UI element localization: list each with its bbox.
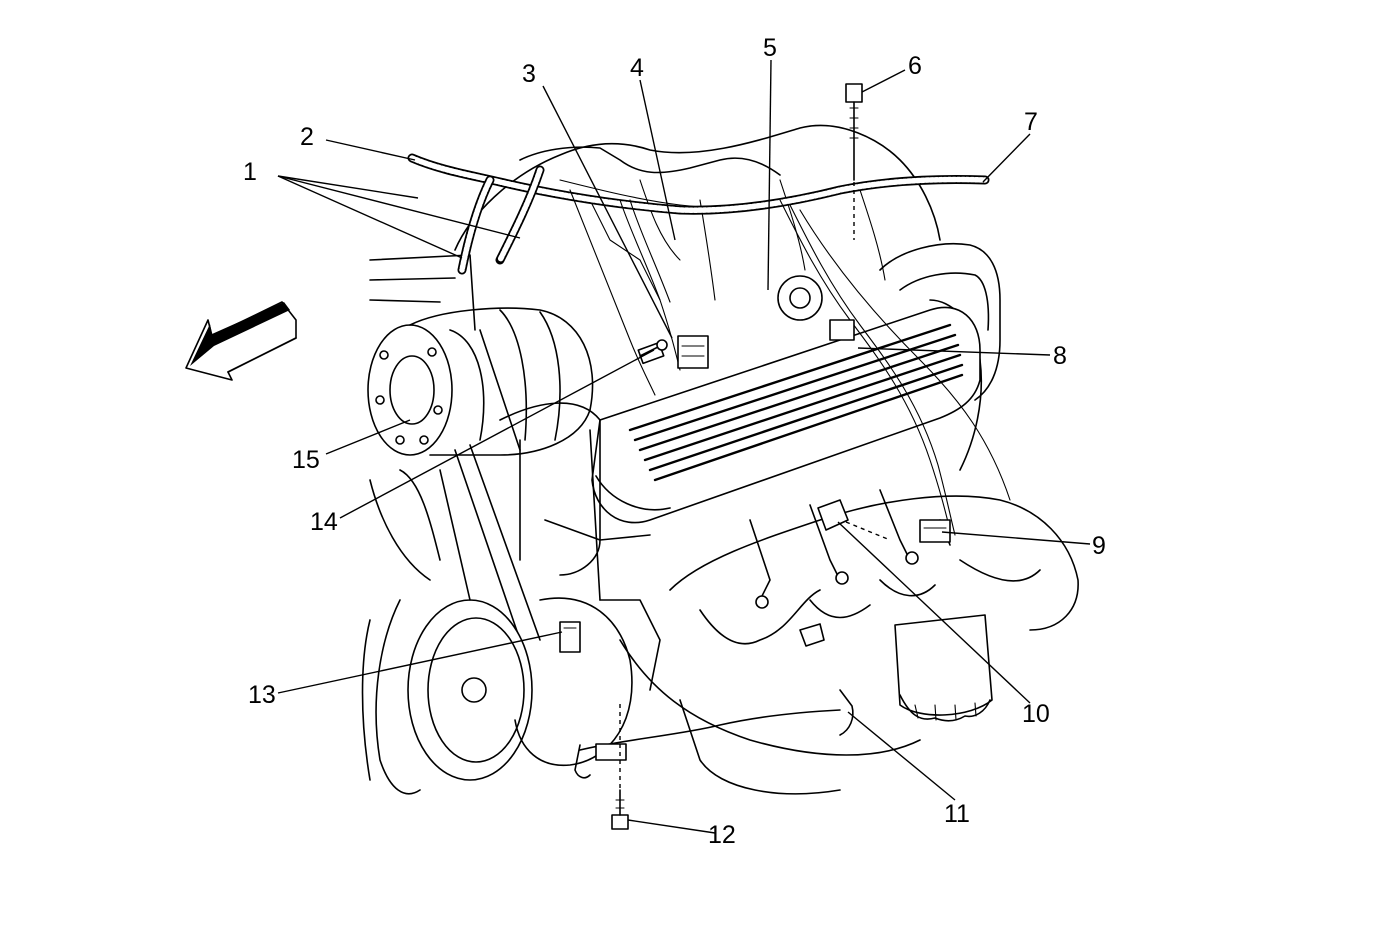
- callout-labels: 1 2 3 4 5 6 7 8 9 10 11 12 13 14 15: [243, 34, 1106, 849]
- callout-8: 8: [1053, 342, 1067, 370]
- callout-9: 9: [1092, 532, 1106, 560]
- callout-15: 15: [292, 446, 320, 474]
- callout-2: 2: [300, 123, 314, 151]
- callout-3: 3: [522, 60, 536, 88]
- bolt-6-icon: [845, 83, 863, 240]
- wiring-harness: [407, 153, 1011, 653]
- callout-5: 5: [763, 34, 777, 62]
- callout-13: 13: [248, 681, 276, 709]
- callout-1: 1: [243, 158, 257, 186]
- leader-lines: [277, 59, 1091, 834]
- callout-6: 6: [908, 52, 922, 80]
- callout-14: 14: [310, 508, 338, 536]
- callout-12: 12: [708, 821, 736, 849]
- callout-11: 11: [944, 800, 970, 828]
- callout-4: 4: [630, 54, 644, 82]
- callout-10: 10: [1022, 700, 1050, 728]
- front-direction-arrow-icon: [185, 301, 297, 381]
- callout-7: 7: [1024, 108, 1038, 136]
- bolt-12-icon: [611, 700, 629, 830]
